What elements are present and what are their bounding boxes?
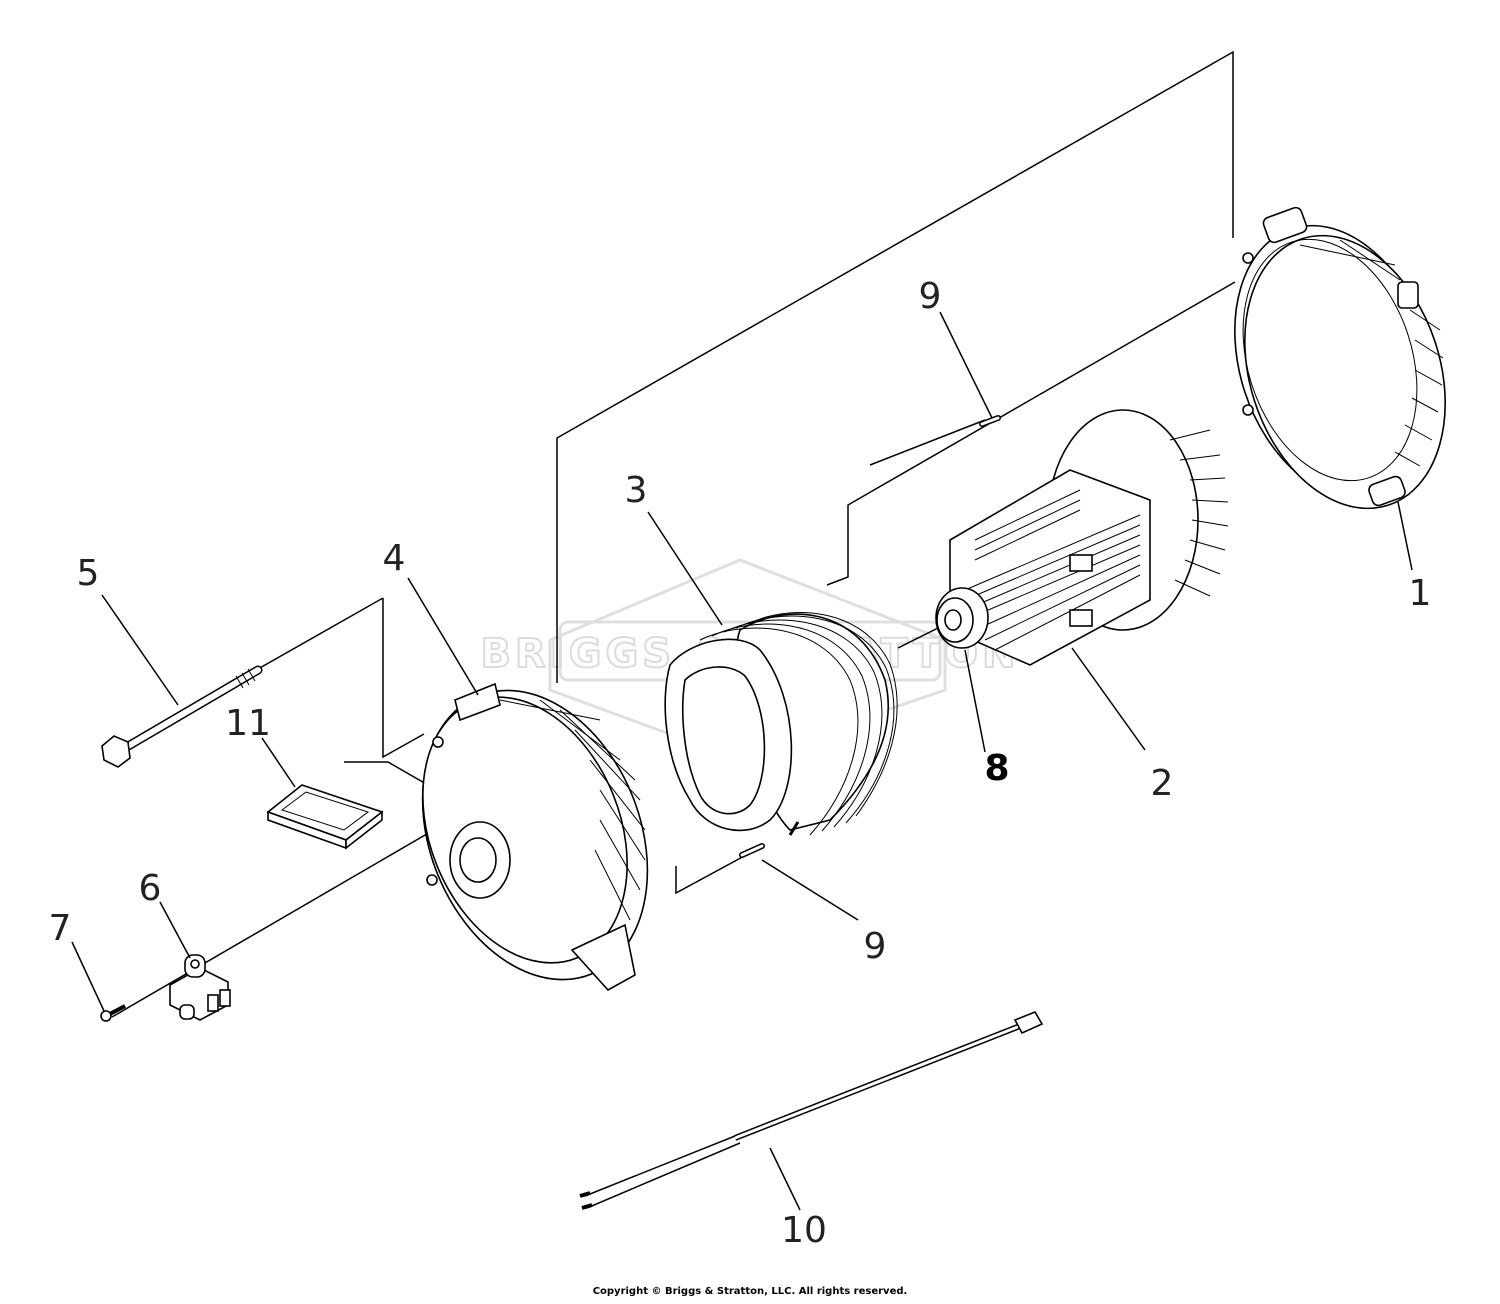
callout-10: 10	[781, 1210, 827, 1251]
callout-9-upper: 9	[919, 276, 942, 317]
copyright-notice: Copyright © Briggs & Stratton, LLC. All …	[592, 1286, 908, 1297]
part-8-bearing	[935, 587, 989, 649]
callout-8: 8	[984, 748, 1009, 789]
callout-labels: 1 2 3 4 5 6 7 8 9 9 10 11	[49, 276, 1432, 1251]
callout-6: 6	[139, 868, 162, 909]
part-10-wire-harness	[579, 1011, 1044, 1210]
part-6-brush-holder	[169, 954, 231, 1021]
leader-lines	[71, 311, 1413, 1211]
part-1-rear-housing	[1234, 206, 1446, 510]
callout-2: 2	[1151, 763, 1174, 804]
part-3-stator	[664, 612, 898, 836]
callout-1: 1	[1409, 573, 1432, 614]
part-9-pin-lower	[739, 821, 800, 858]
part-7-screw	[100, 1004, 126, 1022]
part-11-module	[266, 784, 384, 850]
part-4-front-housing	[421, 682, 649, 992]
callout-9-lower: 9	[864, 926, 887, 967]
callout-11: 11	[225, 703, 271, 744]
part-5-bolt	[101, 665, 263, 768]
part-2-armature	[949, 409, 1229, 666]
callout-4: 4	[383, 538, 406, 579]
callout-5: 5	[77, 553, 100, 594]
callout-7: 7	[49, 908, 72, 949]
part-9-pin-upper	[979, 415, 1001, 427]
callout-3: 3	[625, 470, 648, 511]
